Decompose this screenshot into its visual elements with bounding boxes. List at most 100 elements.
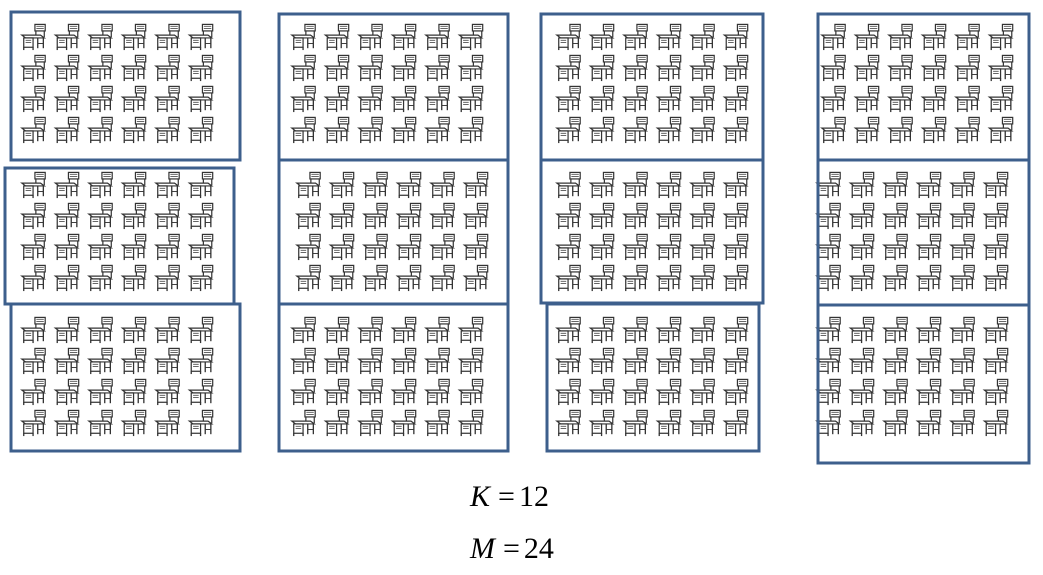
- school-desk-icon: [425, 378, 450, 406]
- classroom-box: [277, 158, 510, 306]
- school-desk-icon: [983, 316, 1009, 344]
- classroom-box-border: [9, 10, 242, 162]
- school-desk-icon: [723, 202, 749, 230]
- school-desk-icon: [88, 378, 113, 406]
- classroom-box: [816, 12, 1031, 162]
- school-desk-icon: [983, 378, 1009, 406]
- school-desk-icon: [623, 23, 648, 51]
- school-desk-icon: [816, 347, 841, 375]
- school-desk-icon: [291, 23, 316, 51]
- school-desk-icon: [88, 116, 113, 144]
- school-desk-icon: [463, 171, 489, 199]
- school-desk-icon: [324, 316, 350, 344]
- school-desk-icon: [723, 85, 749, 113]
- school-desk-icon: [589, 264, 615, 292]
- school-desk-icon: [88, 85, 113, 113]
- classroom-box: [539, 12, 765, 162]
- school-desk-icon: [121, 347, 147, 375]
- school-desk-icon: [623, 54, 648, 82]
- school-desk-icon: [690, 233, 715, 261]
- school-desk-icon: [656, 116, 682, 144]
- school-desk-icon: [690, 409, 715, 437]
- school-desk-icon: [155, 202, 180, 230]
- school-desk-icon: [883, 264, 908, 292]
- school-desk-icon: [54, 316, 80, 344]
- classroom-box: [816, 303, 1031, 465]
- school-desk-icon: [88, 202, 113, 230]
- school-desk-icon: [329, 264, 355, 292]
- school-desk-icon: [983, 264, 1009, 292]
- classroom-box: [9, 302, 242, 453]
- school-desk-icon: [155, 347, 180, 375]
- school-desk-icon: [556, 116, 581, 144]
- school-desk-icon: [391, 23, 417, 51]
- school-desk-icon: [656, 54, 682, 82]
- school-desk-icon: [921, 23, 947, 51]
- school-desk-icon: [556, 54, 581, 82]
- school-desk-icon: [54, 171, 80, 199]
- school-desk-icon: [391, 378, 417, 406]
- school-desk-icon: [155, 233, 180, 261]
- school-desk-icon: [589, 233, 615, 261]
- school-desk-icon: [816, 409, 841, 437]
- school-desk-icon: [723, 409, 749, 437]
- school-desk-icon: [656, 233, 682, 261]
- classroom-box: [545, 302, 761, 453]
- school-desk-icon: [391, 347, 417, 375]
- school-desk-icon: [358, 116, 383, 144]
- school-desk-icon: [690, 54, 715, 82]
- school-desk-icon: [849, 347, 875, 375]
- school-desk-icon: [21, 202, 46, 230]
- school-desk-icon: [391, 116, 417, 144]
- school-desk-icon: [291, 409, 316, 437]
- school-desk-icon: [363, 202, 388, 230]
- school-desk-icon: [463, 233, 489, 261]
- school-desk-icon: [589, 116, 615, 144]
- school-desk-icon: [623, 347, 648, 375]
- school-desk-icon: [921, 54, 947, 82]
- school-desk-icon: [916, 316, 942, 344]
- school-desk-icon: [21, 409, 46, 437]
- school-desk-icon: [656, 23, 682, 51]
- school-desk-icon: [391, 316, 417, 344]
- school-desk-icon: [21, 54, 46, 82]
- school-desk-icon: [849, 202, 875, 230]
- school-desk-icon: [821, 116, 846, 144]
- school-desk-icon: [155, 264, 180, 292]
- school-desk-icon: [363, 264, 388, 292]
- school-desk-icon: [816, 171, 841, 199]
- school-desk-icon: [821, 85, 846, 113]
- school-desk-icon: [589, 54, 615, 82]
- school-desk-icon: [916, 409, 942, 437]
- school-desk-icon: [723, 116, 749, 144]
- school-desk-icon: [849, 378, 875, 406]
- school-desk-icon: [821, 54, 846, 82]
- school-desk-icon: [463, 264, 489, 292]
- school-desk-icon: [88, 316, 113, 344]
- school-desk-icon: [291, 54, 316, 82]
- school-desk-icon: [88, 233, 113, 261]
- school-desk-icon: [690, 378, 715, 406]
- school-desk-icon: [458, 116, 484, 144]
- school-desk-icon: [21, 347, 46, 375]
- school-desk-icon: [988, 85, 1014, 113]
- school-desk-icon: [988, 116, 1014, 144]
- school-desk-icon: [921, 85, 947, 113]
- school-desk-icon: [155, 316, 180, 344]
- school-desk-icon: [188, 233, 214, 261]
- school-desk-icon: [121, 116, 147, 144]
- school-desk-icon: [556, 316, 581, 344]
- school-desk-icon: [556, 264, 581, 292]
- school-desk-icon: [358, 409, 383, 437]
- school-desk-icon: [916, 347, 942, 375]
- classroom-box-border: [9, 302, 242, 453]
- school-desk-icon: [425, 409, 450, 437]
- school-desk-icon: [955, 116, 980, 144]
- school-desk-icon: [430, 171, 455, 199]
- school-desk-icon: [54, 347, 80, 375]
- school-desk-icon: [723, 171, 749, 199]
- equation-m-value: 24: [523, 532, 554, 565]
- school-desk-icon: [816, 233, 841, 261]
- school-desk-icon: [396, 233, 422, 261]
- school-desk-icon: [883, 202, 908, 230]
